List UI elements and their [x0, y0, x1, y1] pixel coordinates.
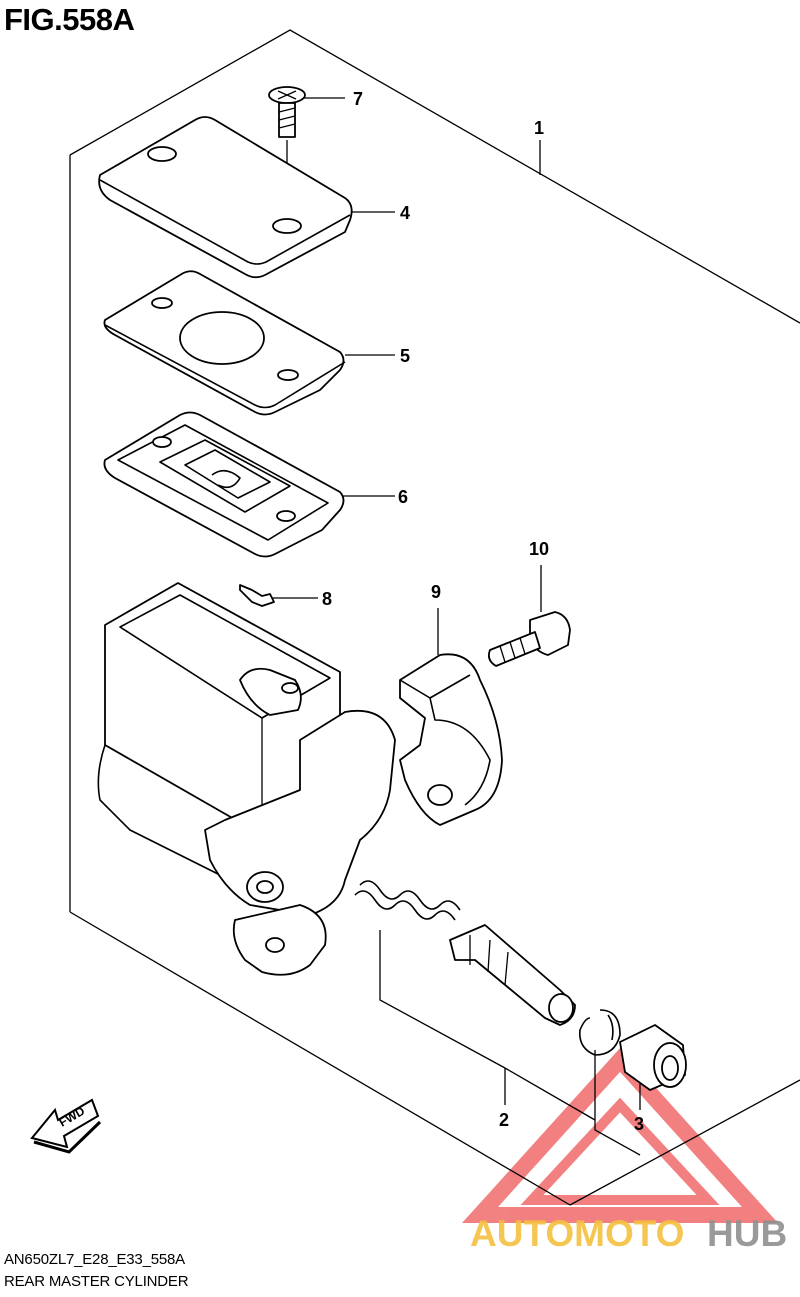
- screw-part-7: [268, 86, 306, 138]
- callout-4: 4: [400, 203, 410, 223]
- callout-9: 9: [431, 582, 441, 602]
- callout-3: 3: [634, 1114, 644, 1134]
- watermark-logo: AUTOMOTO HUB: [470, 1213, 787, 1254]
- watermark-text-part2: HUB: [707, 1213, 787, 1254]
- boot-part-3: [619, 1024, 687, 1091]
- clip-part-8: [239, 584, 275, 607]
- callout-8: 8: [322, 589, 332, 609]
- diaphragm-part-6: [103, 411, 345, 558]
- master-cylinder-body: [97, 582, 396, 976]
- kit-outline-box: [69, 29, 800, 1206]
- reservoir-cap-part-4: [98, 116, 353, 279]
- callout-leaders: [265, 97, 641, 1156]
- callout-2: 2: [499, 1110, 509, 1130]
- callout-7: 7: [353, 89, 363, 109]
- figure-title: FIG.558A: [4, 2, 135, 37]
- bolt-part-10: [487, 611, 571, 667]
- fwd-arrow-icon: FWD: [30, 1098, 102, 1154]
- section-name: REAR MASTER CYLINDER: [4, 1273, 189, 1290]
- watermark-text-part1: AUTOMOTO: [470, 1213, 684, 1254]
- callout-1: 1: [534, 118, 544, 138]
- clamp-part-9: [399, 653, 503, 826]
- snap-ring-part-3: [578, 1009, 621, 1056]
- callout-5: 5: [400, 346, 410, 366]
- diaphragm-plate-part-5: [103, 270, 346, 416]
- callout-10: 10: [529, 539, 549, 559]
- model-code: AN650ZL7_E28_E33_558A: [4, 1251, 185, 1268]
- piston-assembly: [449, 924, 576, 1026]
- spring: [354, 880, 461, 921]
- watermark-triangle-icon: [461, 1048, 779, 1223]
- callout-6: 6: [398, 487, 408, 507]
- callout-labels: 1 2 3 4 5 6 7 8 9 10: [322, 89, 644, 1134]
